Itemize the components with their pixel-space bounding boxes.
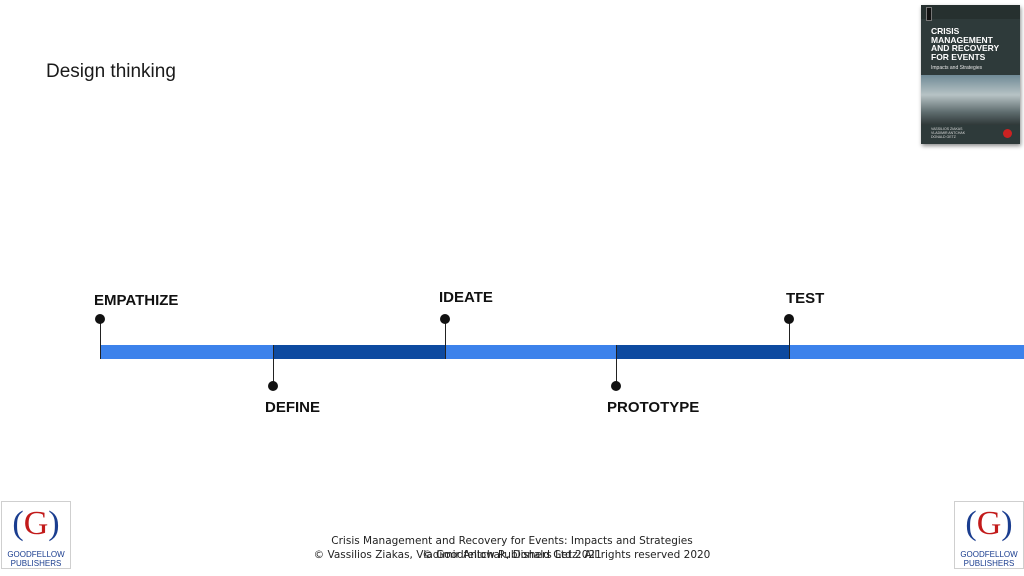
publisher-logo-left: (G) GOODFELLOW PUBLISHERS [1,501,71,569]
define-marker-dot [268,381,278,391]
book-cover-title: CRISIS MANAGEMENT AND RECOVERY FOR EVENT… [931,26,1000,62]
timeline-segment-4 [616,345,789,359]
ideate-marker-line [445,319,446,359]
empathize-marker-line [100,319,101,359]
stage-label-define: DEFINE [265,399,321,416]
stage-label-ideate: IDEATE [439,289,493,306]
empathize-marker-dot [95,314,105,324]
test-marker-dot [784,314,794,324]
footer-book-title: Crisis Management and Recovery for Event… [331,535,693,547]
prototype-marker-dot [611,381,621,391]
book-cover-sky-illustration [921,75,1020,125]
define-marker-line [273,345,274,386]
stage-label-empathize: EMPATHIZE [94,292,179,309]
footer-copyright-publisher: © Goodfellow Publishers Ltd 2021 [422,549,602,561]
publisher-logo-right: (G) GOODFELLOW PUBLISHERS [954,501,1024,569]
stage-label-test: TEST [786,290,825,307]
stage-label-prototype: PROTOTYPE [607,399,700,416]
test-marker-line [789,319,790,359]
publisher-name: GOODFELLOW PUBLISHERS [960,550,1018,568]
timeline-segment-2 [273,345,445,359]
timeline-segment-3 [445,345,616,359]
book-cover-image: CRISIS MANAGEMENT AND RECOVERY FOR EVENT… [921,5,1020,144]
ideate-marker-dot [440,314,450,324]
book-cover-authors: VASSILIOS ZIAKAS VLADIMIR ANTCHAK DONALD… [931,127,966,139]
book-cover-subtitle: Impacts and Strategies [931,65,983,71]
slide-title: Design thinking [46,61,176,82]
publisher-g-icon: (G) [965,505,1013,542]
book-cover-tag [926,7,932,21]
timeline-segment-1 [100,345,273,359]
prototype-marker-line [616,345,617,386]
book-cover-topbar [921,5,1020,19]
timeline-segment-5 [789,345,1024,359]
publisher-g-icon: (G) [12,505,60,542]
publisher-name: GOODFELLOW PUBLISHERS [7,550,65,568]
footer-copyright-authors: © Vassilios Ziakas, Vladimir Antchak, Do… [313,549,711,561]
book-cover-publisher-icon [1003,129,1012,138]
